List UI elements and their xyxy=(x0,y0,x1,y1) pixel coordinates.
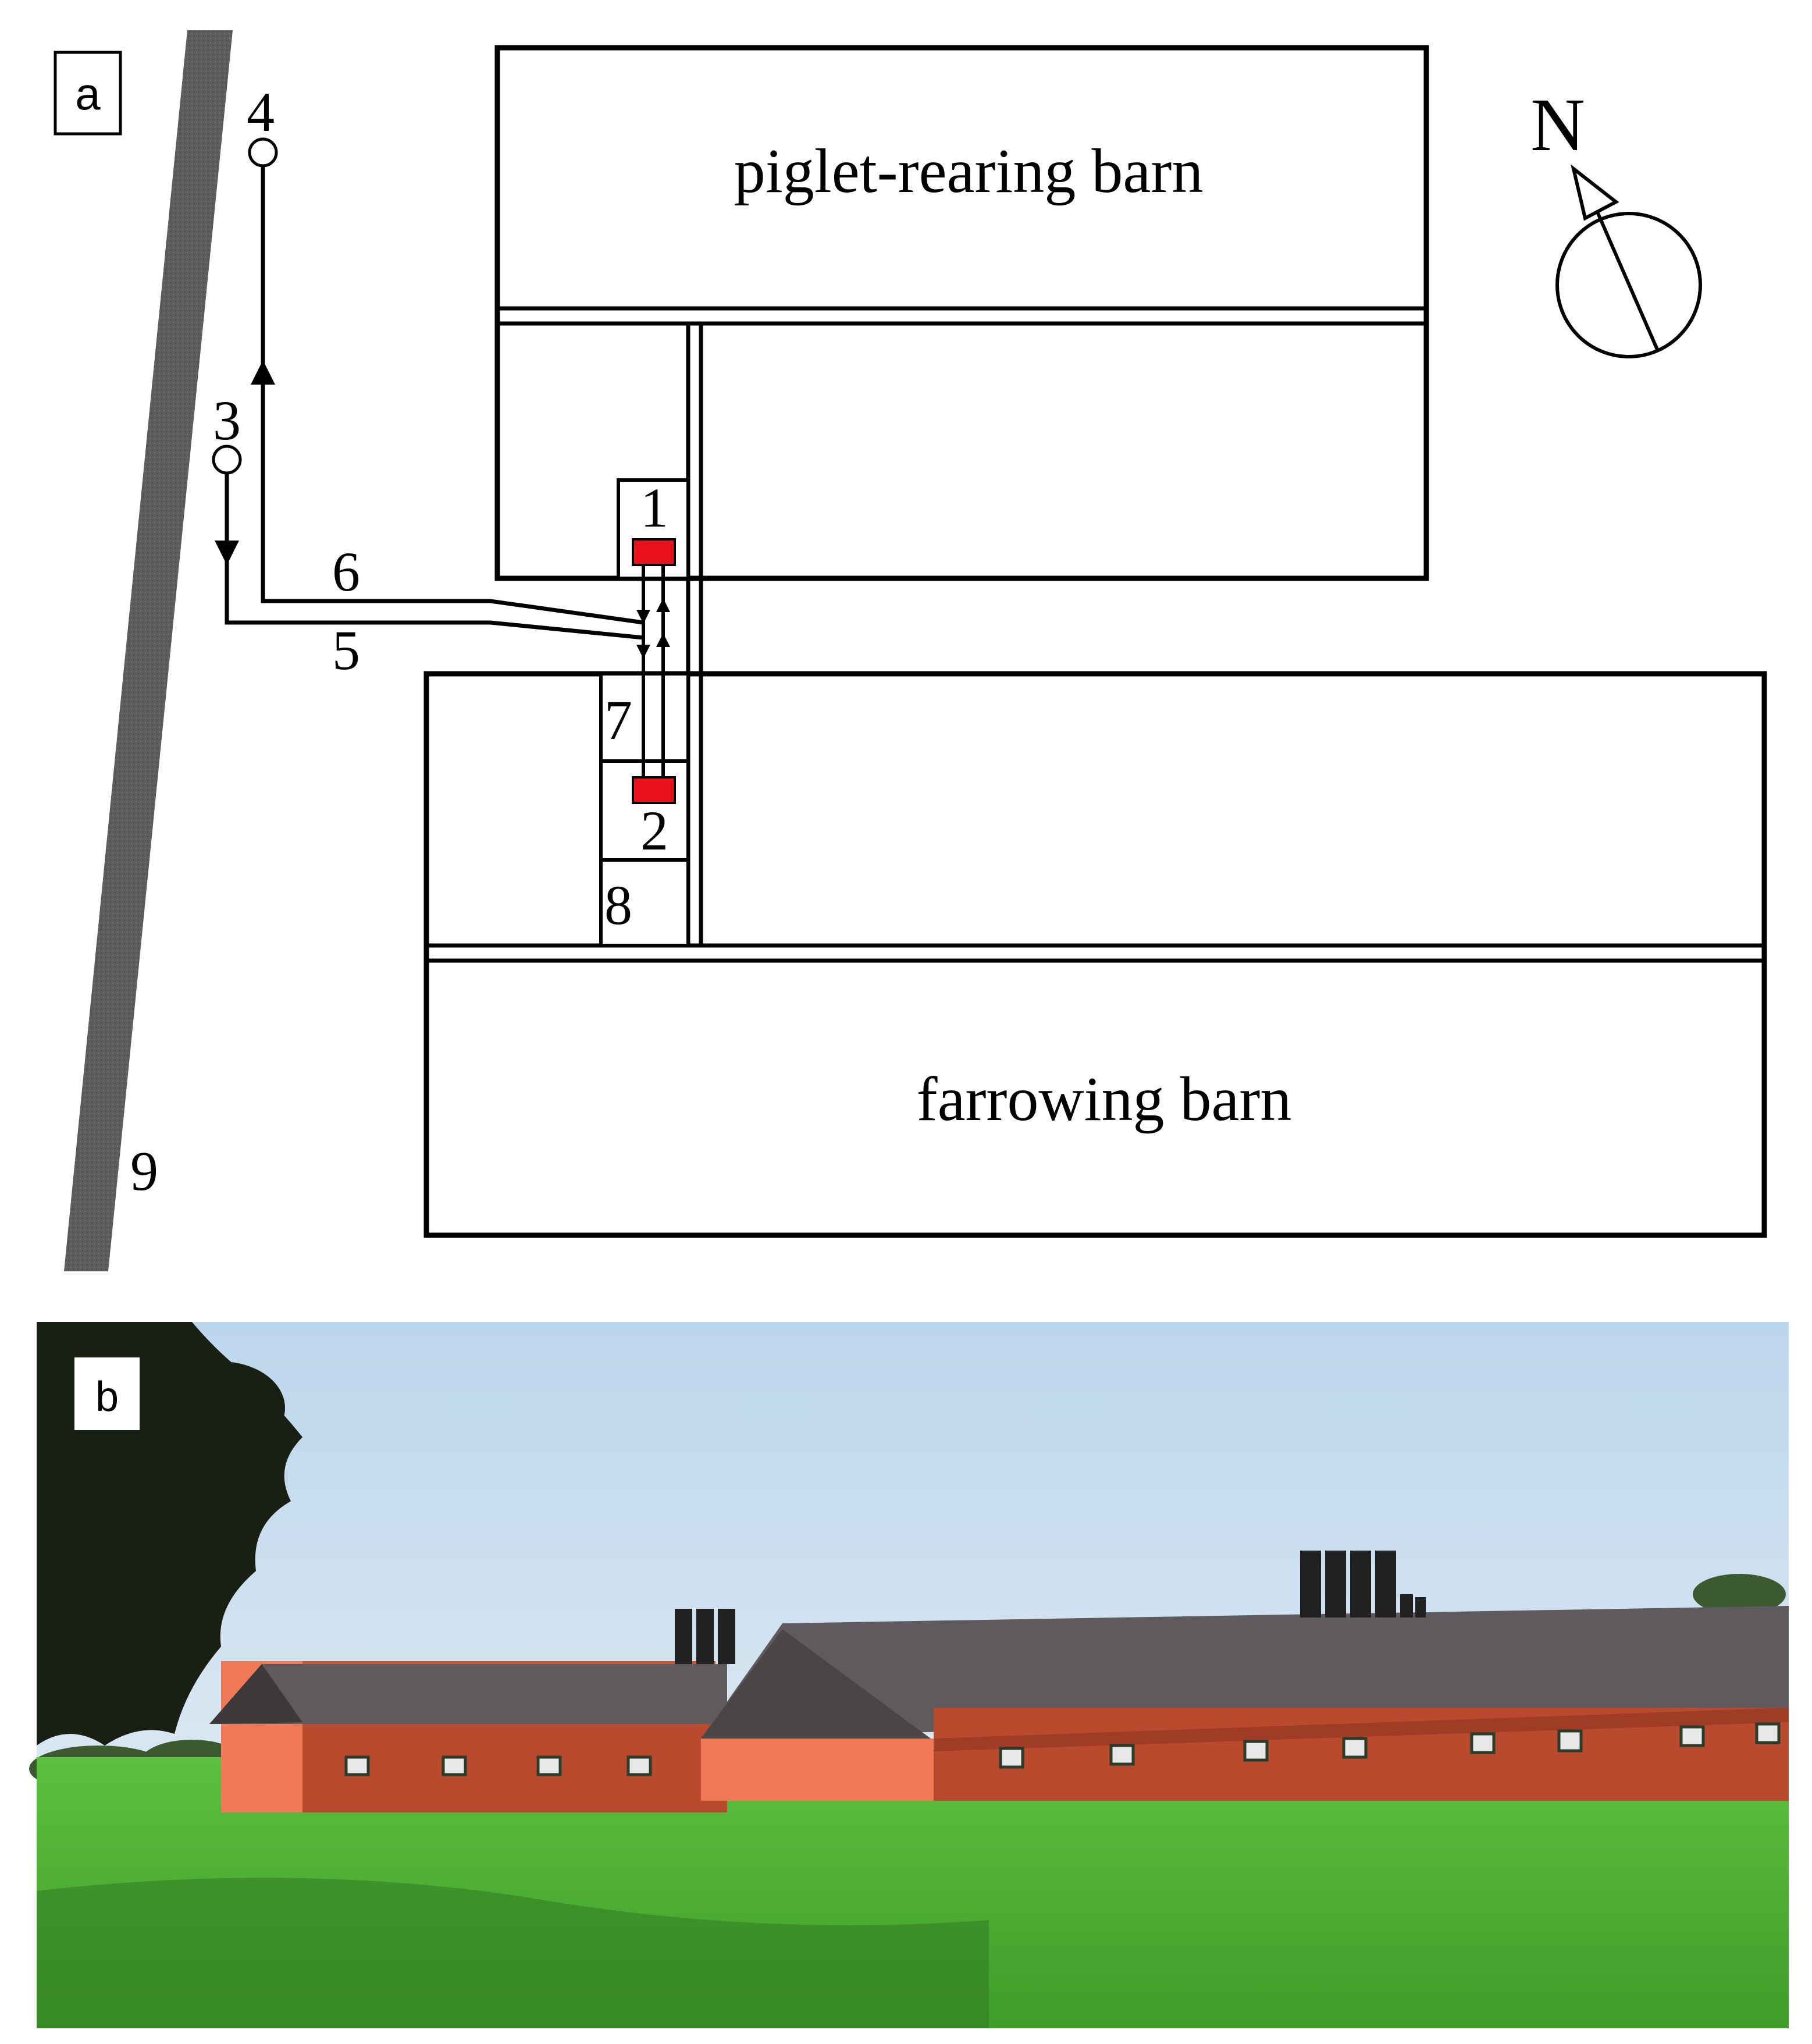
marker-3: 3 xyxy=(213,389,241,452)
right-barn xyxy=(701,1551,1789,1801)
panel-a-label-box: a xyxy=(54,51,122,136)
marker-6: 6 xyxy=(332,541,360,603)
line-5: 5 xyxy=(215,460,644,681)
sampler-2-icon xyxy=(632,776,676,804)
marker-7: 7 xyxy=(604,689,632,751)
farrowing-barn: farrowing barn xyxy=(423,671,1767,1238)
panel-b-label-box: b xyxy=(74,1357,140,1430)
north-arrow-icon: N xyxy=(1530,83,1702,358)
road xyxy=(64,30,233,1271)
marker-2: 2 xyxy=(640,799,668,862)
connecting-corridor xyxy=(686,578,703,674)
marker-8: 8 xyxy=(604,874,632,936)
room-8: 8 xyxy=(599,858,690,947)
panel-b-photo: b xyxy=(29,1322,1789,2028)
marker-1: 1 xyxy=(640,477,668,539)
grass-shadow xyxy=(37,1878,989,2028)
point-3: 3 xyxy=(212,389,242,475)
line-6: 6 xyxy=(251,152,644,625)
north-label: N xyxy=(1530,83,1585,167)
marker-4: 4 xyxy=(247,81,275,143)
marker-9: 9 xyxy=(130,1140,158,1202)
piglet-rearing-barn: piglet-rearing barn xyxy=(494,45,1429,581)
sampler-1-icon xyxy=(632,538,676,566)
left-barn xyxy=(209,1609,735,1812)
panel-a-label: a xyxy=(75,68,101,119)
marker-5: 5 xyxy=(332,619,360,681)
sampling-tubes xyxy=(636,564,670,780)
point-4: 4 xyxy=(247,81,278,168)
panel-b-label: b xyxy=(95,1374,119,1420)
panel-a: a piglet-rearing barn farrowing barn xyxy=(54,30,1767,1271)
farrowing-barn-label: farrowing barn xyxy=(917,1065,1292,1134)
piglet-rearing-barn-label: piglet-rearing barn xyxy=(734,137,1204,206)
